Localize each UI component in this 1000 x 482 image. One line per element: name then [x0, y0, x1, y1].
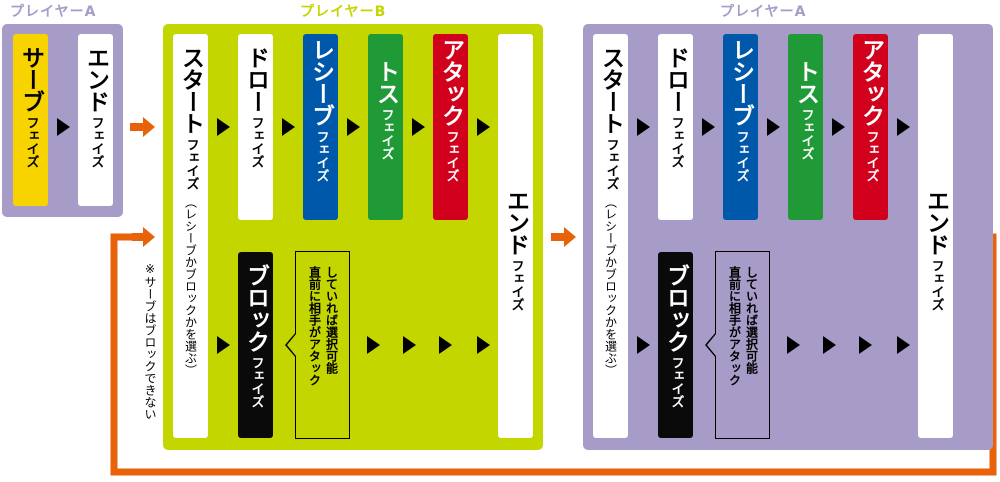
phase-suffix: フェイズ	[863, 130, 879, 182]
arrow-right-icon	[412, 118, 425, 136]
arrow-right-icon	[217, 118, 230, 136]
attack-phase: アタック フェイズ	[433, 34, 468, 220]
arrow-right-icon	[347, 118, 360, 136]
phase-suffix: フェイズ	[443, 130, 459, 182]
end-phase: エンド フェイズ	[498, 34, 533, 438]
toss-phase-label: トス	[372, 60, 399, 104]
block-phase-label: ブロック	[662, 264, 689, 352]
end-phase: エンド フェイズ	[78, 34, 113, 206]
phase-suffix: フェイズ	[313, 130, 329, 182]
phase-suffix: フェイズ	[378, 108, 394, 160]
player-label-first: プレイヤーA	[10, 4, 97, 20]
start-phase-label: スタート	[597, 46, 624, 134]
draw-phase-label: ドロー	[242, 46, 269, 112]
callout-text-line2: していれば選択可能	[744, 266, 759, 374]
phase-suffix: フェイズ	[508, 259, 524, 311]
arrow-right-icon	[897, 336, 910, 354]
phase-suffix: フェイズ	[88, 116, 104, 168]
receive-phase: レシーブ フェイズ	[723, 34, 758, 220]
phase-suffix: フェイズ	[928, 259, 944, 311]
start-phase-note: （レシーブかブロックかを選ぶ）	[603, 196, 618, 376]
arrow-right-icon	[282, 118, 295, 136]
player-b-turn-panel: スタート フェイズ （レシーブかブロックかを選ぶ） ドロー フェイズ レシーブ …	[163, 24, 543, 450]
serve-phase-label: サーブ	[17, 46, 44, 112]
callout-text-line2: していれば選択可能	[324, 266, 339, 374]
arrow-right-icon	[767, 118, 780, 136]
attack-phase-label: アタック	[437, 38, 464, 126]
arrow-right-icon	[403, 336, 416, 354]
arrow-right-icon	[637, 118, 650, 136]
orange-arrow-loop-back	[132, 227, 155, 247]
toss-phase: トス フェイズ	[368, 34, 403, 220]
draw-phase-label: ドロー	[662, 46, 689, 112]
receive-phase: レシーブ フェイズ	[303, 34, 338, 220]
start-phase: スタート フェイズ （レシーブかブロックかを選ぶ）	[593, 34, 628, 438]
phase-suffix: フェイズ	[668, 356, 684, 408]
phase-suffix: フェイズ	[603, 138, 619, 190]
start-phase-label: スタート	[177, 46, 204, 134]
arrow-right-icon	[787, 336, 800, 354]
attack-phase: アタック フェイズ	[853, 34, 888, 220]
phase-suffix: フェイズ	[798, 108, 814, 160]
receive-phase-label: レシーブ	[307, 38, 334, 126]
arrow-right-icon	[637, 336, 650, 354]
toss-phase-label: トス	[792, 60, 819, 104]
block-condition-callout: 直前に相手がアタック していれば選択可能	[285, 251, 350, 439]
end-phase-label: エンド	[922, 189, 949, 255]
arrow-right-icon	[832, 118, 845, 136]
arrow-right-icon	[823, 336, 836, 354]
orange-arrow-to-player-a	[551, 227, 576, 247]
phase-suffix: フェイズ	[668, 116, 684, 168]
callout-text-line1: 直前に相手がアタック	[727, 266, 742, 386]
arrow-right-icon	[367, 336, 380, 354]
serve-phase: サーブ フェイズ	[13, 34, 48, 206]
block-phase: ブロック フェイズ	[658, 252, 693, 438]
phase-suffix: フェイズ	[23, 116, 39, 168]
toss-phase: トス フェイズ	[788, 34, 823, 220]
arrow-right-icon	[477, 336, 490, 354]
block-condition-callout: 直前に相手がアタック していれば選択可能	[705, 251, 770, 439]
callout-pointer	[285, 332, 296, 358]
arrow-right-icon	[57, 118, 70, 136]
end-phase-label: エンド	[82, 46, 109, 112]
arrow-right-icon	[859, 336, 872, 354]
end-phase-label: エンド	[502, 189, 529, 255]
arrow-right-icon	[897, 118, 910, 136]
callout-pointer	[705, 332, 716, 358]
arrow-right-icon	[217, 336, 230, 354]
block-phase: ブロック フェイズ	[238, 252, 273, 438]
block-phase-label: ブロック	[242, 264, 269, 352]
start-phase-note: （レシーブかブロックかを選ぶ）	[183, 196, 198, 376]
draw-phase: ドロー フェイズ	[238, 34, 273, 220]
arrow-right-icon	[439, 336, 452, 354]
start-phase: スタート フェイズ （レシーブかブロックかを選ぶ）	[173, 34, 208, 438]
arrow-right-icon	[702, 118, 715, 136]
phase-suffix: フェイズ	[248, 356, 264, 408]
callout-text-line1: 直前に相手がアタック	[307, 266, 322, 386]
phase-suffix: フェイズ	[183, 138, 199, 190]
player-label-third: プレイヤーA	[720, 4, 807, 20]
serve-note: ※サーブはブロックできない	[143, 262, 157, 420]
receive-phase-label: レシーブ	[727, 38, 754, 126]
end-phase: エンド フェイズ	[918, 34, 953, 438]
orange-arrow-to-player-b	[130, 117, 155, 137]
attack-phase-label: アタック	[857, 38, 884, 126]
draw-phase: ドロー フェイズ	[658, 34, 693, 220]
phase-suffix: フェイズ	[733, 130, 749, 182]
player-label-second: プレイヤーB	[300, 4, 387, 20]
player-a-turn-panel: スタート フェイズ （レシーブかブロックかを選ぶ） ドロー フェイズ レシーブ …	[583, 24, 993, 450]
phase-suffix: フェイズ	[248, 116, 264, 168]
arrow-right-icon	[477, 118, 490, 136]
player-a-serve-panel: サーブ フェイズ エンド フェイズ	[2, 24, 123, 217]
